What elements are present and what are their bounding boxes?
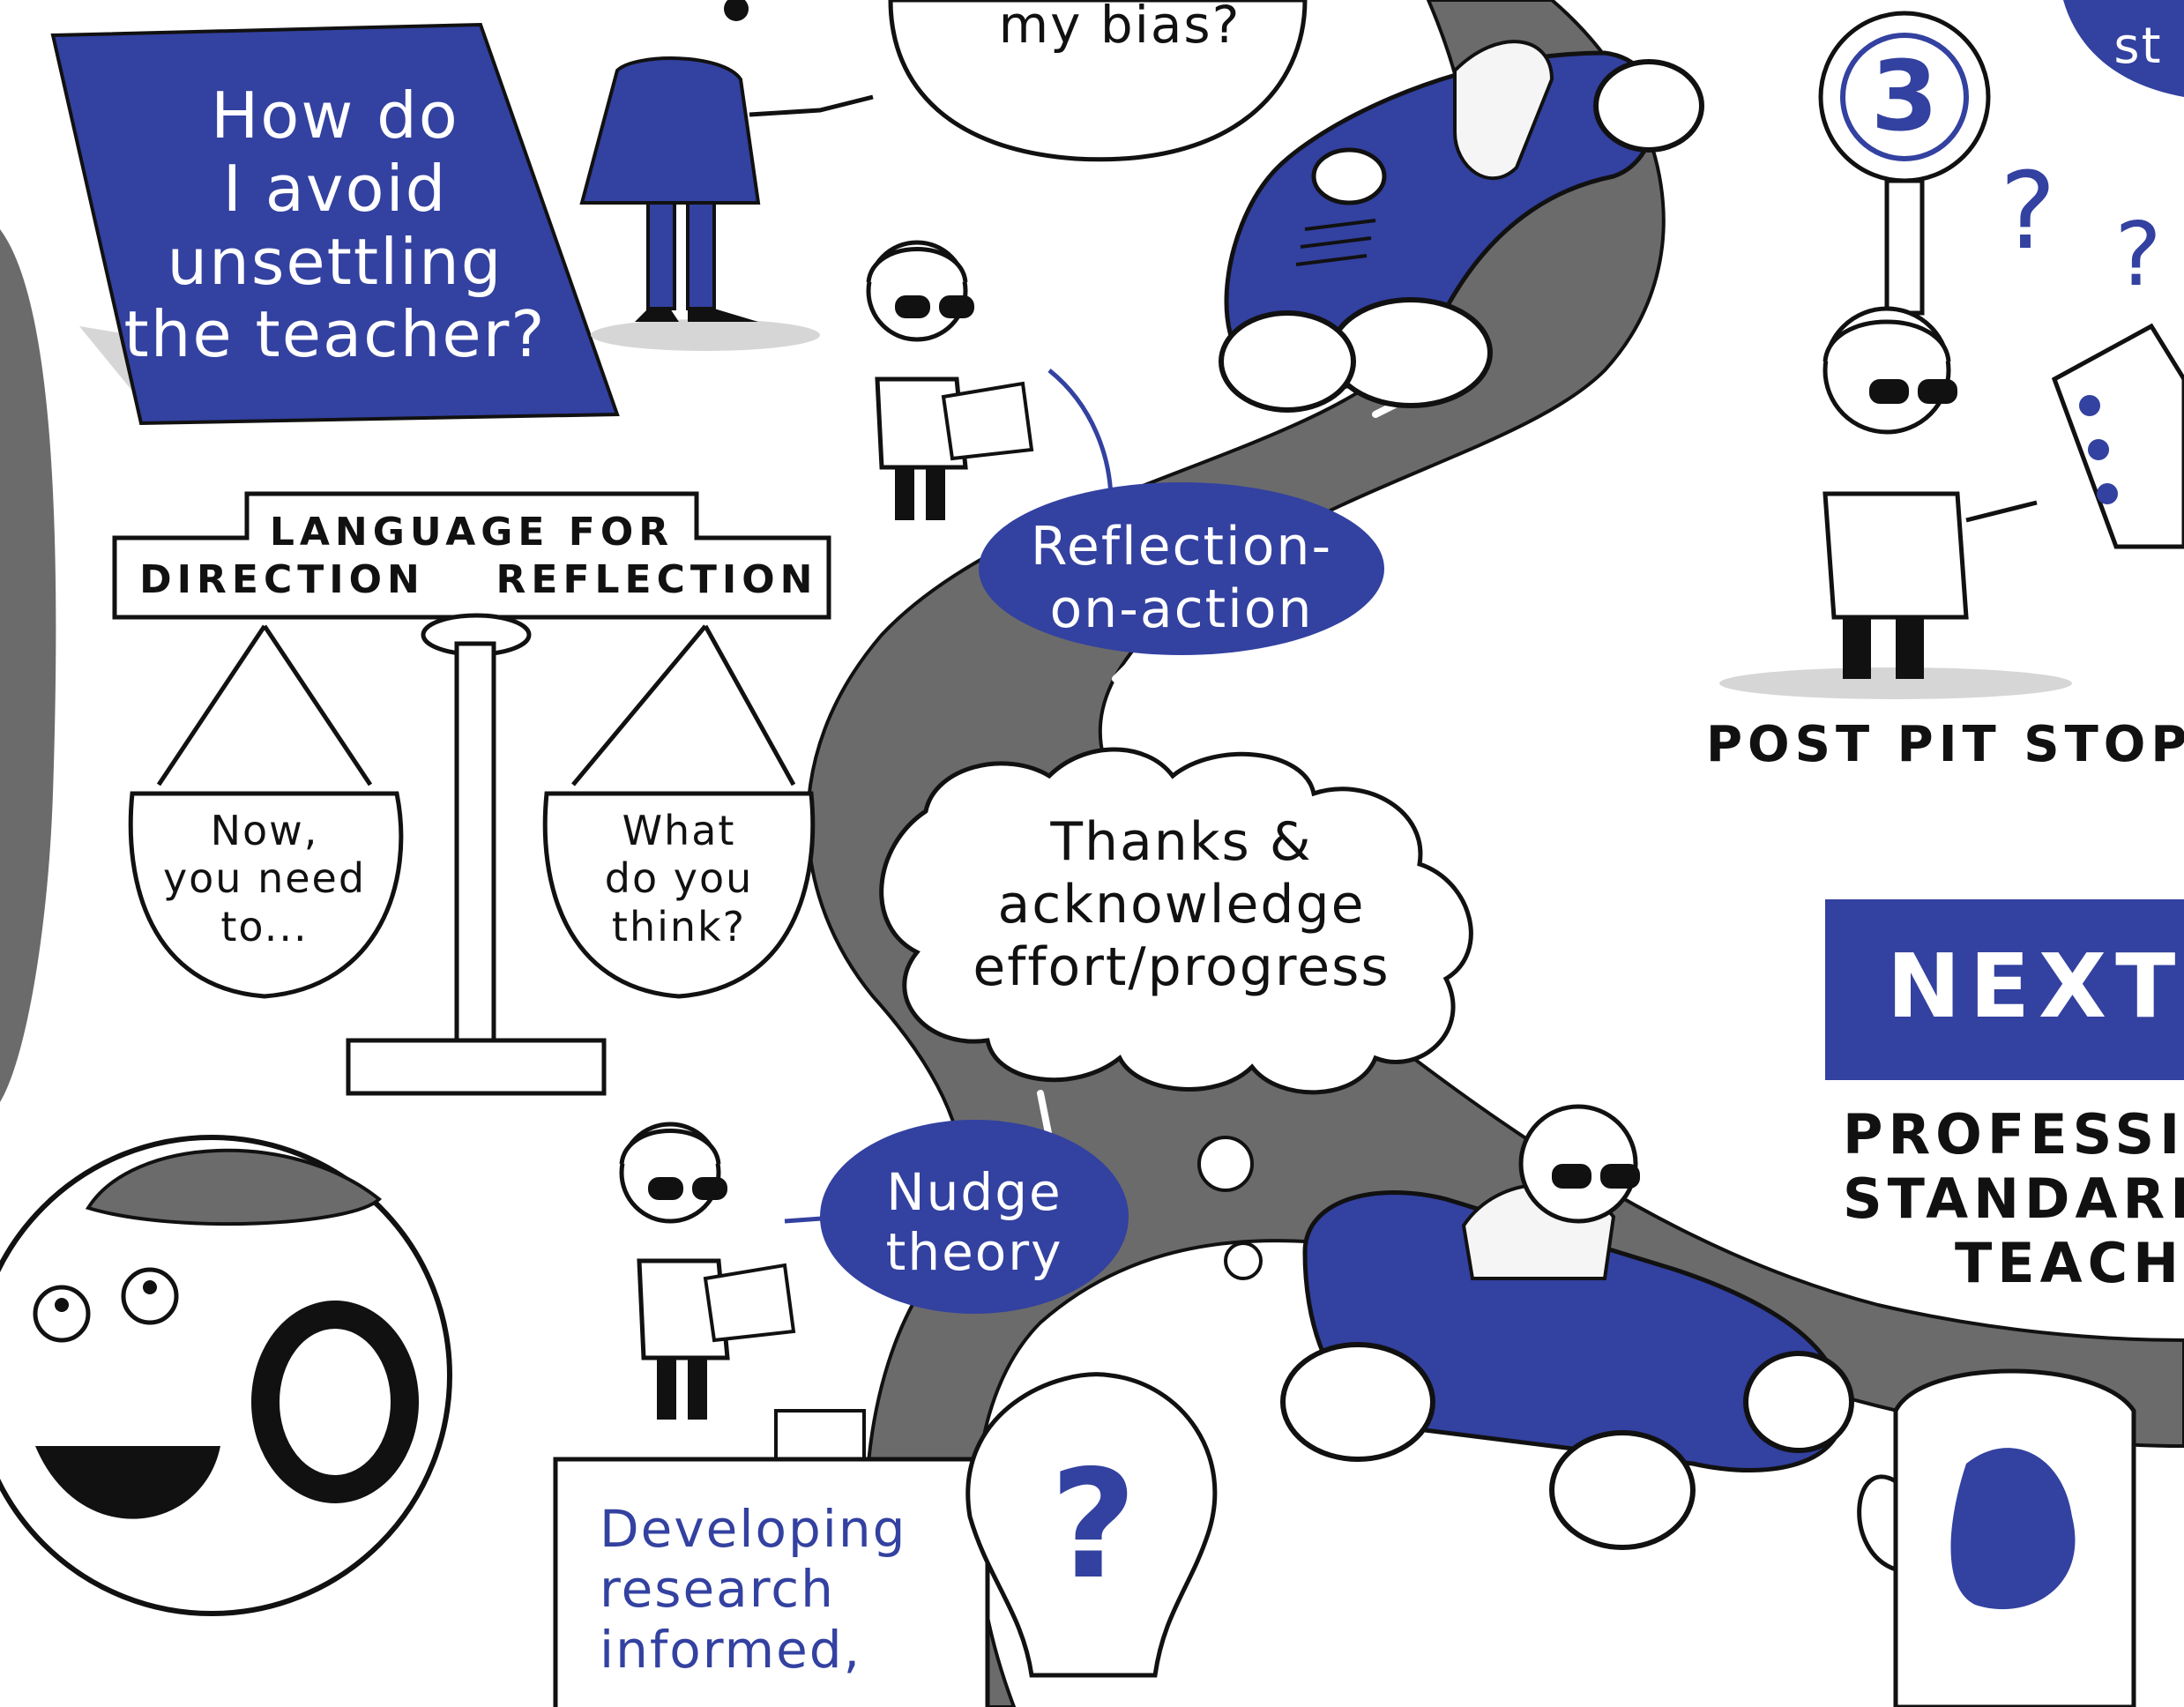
checklist-clipboard [2051, 323, 2184, 549]
reflection-tag-text: Reflection- on-action [1030, 516, 1333, 640]
question-mark-1: ? [2000, 151, 2056, 273]
language-scale [112, 491, 831, 1096]
headphone-face [0, 1135, 452, 1616]
bias-bubble-text: my bias? [998, 0, 1241, 55]
post-pit-stop-label: POST PIT STOP [1706, 716, 2184, 773]
research-box [553, 1409, 990, 1707]
standing-person [579, 0, 874, 351]
professional-standards-text: PROFESSI STANDARD TEACH [1843, 1102, 2184, 1296]
reader-person-1 [866, 240, 1034, 520]
reflection-tag [979, 369, 1384, 655]
unsettling-question: How do I avoid unsettling the teacher? [123, 78, 547, 372]
blue-car-bottom [1197, 1104, 1854, 1550]
bias-bubble [888, 0, 1308, 162]
scale-title-right: REFLECTION [496, 557, 818, 602]
nudge-tag-text: Nudge theory [885, 1162, 1063, 1283]
reader-person-2 [619, 1122, 796, 1420]
pan-left-text: Now, you need to... [162, 807, 367, 950]
thanks-cloud-text: Thanks & acknowledge effort/progress [973, 811, 1390, 998]
pan-right-text: What do you think? [604, 807, 754, 950]
pit-stop-number: 3 [1870, 40, 1939, 153]
pit-stop-person [1719, 306, 2072, 699]
next-banner [1825, 899, 2184, 1080]
left-road [0, 229, 56, 1102]
next-banner-text: NEXT [1887, 935, 2184, 1038]
question-mark-2: ? [2114, 203, 2162, 306]
scale-title-top: LANGUAGE FOR [269, 510, 675, 555]
lightbulb [965, 1372, 1218, 1678]
nudge-tag [784, 1120, 1129, 1314]
research-box-text: Developing research informed, [600, 1499, 907, 1680]
partial-top-right-text: st [2113, 18, 2163, 75]
trophy [1857, 1368, 2136, 1707]
unsettling-card [50, 22, 620, 426]
thanks-cloud [879, 747, 1473, 1095]
blue-car-top [1219, 40, 1704, 413]
scale-title-left: DIRECTION [139, 557, 425, 602]
lightbulb-question-mark: ? [1049, 1438, 1137, 1613]
